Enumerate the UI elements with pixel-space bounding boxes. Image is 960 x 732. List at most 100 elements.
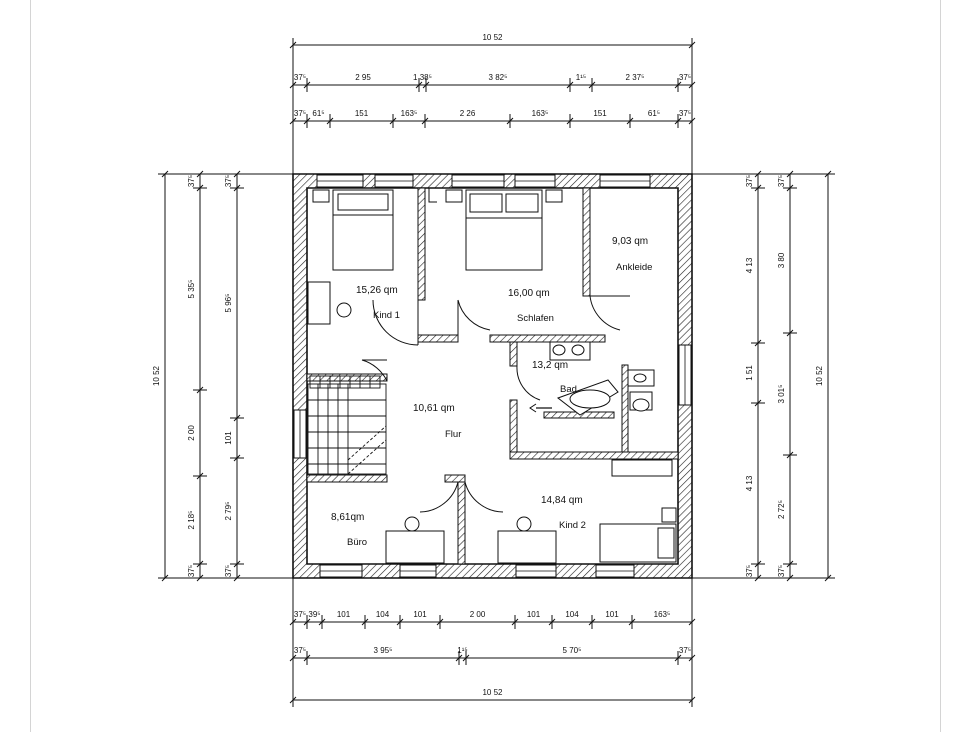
room-area-bad: 13,2 qm	[532, 360, 568, 371]
dim-top-row2-tick-mark	[415, 81, 423, 89]
dim-left-row2-label-0: 37⁵	[187, 175, 196, 187]
dim-top-row2-tick-mark	[422, 81, 430, 89]
interior-walls	[306, 187, 679, 565]
dim-left-row2-label-4: 37⁵	[187, 565, 196, 577]
room-area-kind1: 15,26 qm	[356, 285, 398, 296]
stair-rail-top	[309, 375, 381, 389]
dim-right-row1-tick-mark	[754, 184, 762, 192]
dim-bottom-row2-label-3: 5 70⁵	[563, 646, 582, 655]
room-area-schlafen: 16,00 qm	[508, 288, 550, 299]
bath-fixtures	[529, 341, 655, 416]
dim-top-row3-label-4: 2 26	[460, 109, 476, 118]
dim-top-row2-label-5: 2 37⁵	[626, 73, 645, 82]
dim-top-row2-label-0: 37⁵	[294, 73, 306, 82]
dim-left-row2-label-2: 2 00	[187, 425, 196, 441]
dim-bottom-row1-tick-mark	[396, 618, 404, 626]
page-border-right	[940, 0, 941, 732]
dim-top-row3-tick-mark	[326, 117, 334, 125]
dim-right-row2-label-2: 3 01⁵	[777, 385, 786, 404]
dim-bottom-row2-tick-mark	[455, 654, 463, 662]
room-labels: 15,26 qm Kind 1 16,00 qm Schlafen 9,03 q…	[331, 236, 652, 548]
room-area-ankleide: 9,03 qm	[612, 236, 648, 247]
dim-bottom-row1-tick-mark	[303, 618, 311, 626]
dim-left-row2-tick-mark	[196, 184, 204, 192]
bed-schlafen	[445, 189, 563, 271]
dim-bottom-row1-tick-mark	[628, 618, 636, 626]
dim-top-row3-label-1: 61⁵	[312, 109, 324, 118]
dim-bottom-row1-label-4: 101	[413, 610, 427, 619]
dim-top-row3-label-8: 37⁵	[679, 109, 691, 118]
room-name-flur: Flur	[445, 429, 461, 440]
room-name-buero: Büro	[347, 537, 367, 548]
dim-top-row2-label-2: 1 38⁵	[413, 73, 432, 82]
dim-left-row3-tick-mark	[233, 414, 241, 422]
dim-top-row2-tick-mark	[566, 81, 574, 89]
dimension-lines	[158, 38, 835, 707]
room-name-kind1: Kind 1	[373, 310, 400, 321]
dim-left-row2-tick-mark	[196, 386, 204, 394]
dim-right-row2-tick-mark	[786, 451, 794, 459]
dim-top-row3-tick-mark	[389, 117, 397, 125]
dim-bottom-row2-tick-mark	[462, 654, 470, 662]
dim-left-row2-label-3: 2 18⁵	[187, 511, 196, 530]
bed-kind2	[599, 459, 677, 563]
dim-left-row2-tick-mark	[196, 560, 204, 568]
dim-bottom-row1-label-7: 104	[565, 610, 579, 619]
dim-bottom-row1-label-5: 2 00	[470, 610, 486, 619]
dim-right-row1-tick-mark	[754, 339, 762, 347]
dim-bottom-row1-tick-mark	[361, 618, 369, 626]
desk-buero	[385, 516, 445, 564]
dim-bottom-row1-label-2: 101	[337, 610, 351, 619]
dim-bottom-row2-label-4: 37⁵	[679, 646, 691, 655]
dim-bottom-row1-label-6: 101	[527, 610, 541, 619]
dim-left-row2-tick-mark	[196, 472, 204, 480]
dim-left-total-label-0: 10 52	[152, 365, 161, 386]
dim-bottom-row1-label-1: 39⁵	[308, 610, 320, 619]
dim-left-row3-label-3: 2 79⁵	[224, 502, 233, 521]
staircase	[307, 383, 387, 475]
dim-right-row1-tick-mark	[754, 399, 762, 407]
dim-bottom-row1-tick-mark	[436, 618, 444, 626]
page-border-left	[30, 0, 31, 732]
dim-top-row3-label-3: 163⁵	[401, 109, 418, 118]
dim-top-row3-label-0: 37⁵	[294, 109, 306, 118]
dim-top-row2-label-3: 3 82⁵	[489, 73, 508, 82]
dim-bottom-total-label-0: 10 52	[482, 688, 503, 697]
dim-left-row3-label-2: 101	[224, 431, 233, 445]
dim-top-row3-tick-mark	[506, 117, 514, 125]
dim-bottom-row1-tick-mark	[548, 618, 556, 626]
dim-top-row2-label-6: 37⁵	[679, 73, 691, 82]
dim-bottom-row1-label-8: 101	[605, 610, 619, 619]
dim-top-row3-tick-mark	[303, 117, 311, 125]
dim-left-row3-tick-mark	[233, 560, 241, 568]
desk-kind2	[497, 516, 557, 564]
dim-right-row2-label-0: 37⁵	[777, 175, 786, 187]
room-name-bad: Bad	[560, 384, 577, 395]
desk-kind1	[307, 281, 352, 325]
dim-top-row3-tick-mark	[421, 117, 429, 125]
dim-bottom-row1-tick-mark	[588, 618, 596, 626]
dim-left-row3-tick-mark	[233, 454, 241, 462]
dim-right-row1-label-0: 37⁵	[745, 175, 754, 187]
room-area-flur: 10,61 qm	[413, 403, 455, 414]
dim-bottom-row1-label-0: 37⁵	[294, 610, 306, 619]
dim-top-row3-tick-mark	[674, 117, 682, 125]
dim-right-row2-tick-mark	[786, 560, 794, 568]
dim-top-row2-tick-mark	[303, 81, 311, 89]
dim-right-row2-label-3: 2 72⁵	[777, 500, 786, 519]
doors	[361, 188, 630, 513]
dim-top-row2-label-1: 2 95	[355, 73, 371, 82]
dim-right-row2-label-1: 3 80	[777, 252, 786, 268]
dim-top-row3-label-5: 163⁵	[532, 109, 549, 118]
dim-bottom-row1-tick-mark	[318, 618, 326, 626]
dim-bottom-row1-tick-mark	[511, 618, 519, 626]
dim-right-row2-tick-mark	[786, 184, 794, 192]
dim-right-row2-tick-mark	[786, 329, 794, 337]
room-name-ankleide: Ankleide	[616, 262, 652, 273]
dim-right-row1-tick-mark	[754, 560, 762, 568]
dim-left-row3-label-1: 5 96⁵	[224, 294, 233, 313]
dim-top-row3-label-2: 151	[355, 109, 369, 118]
